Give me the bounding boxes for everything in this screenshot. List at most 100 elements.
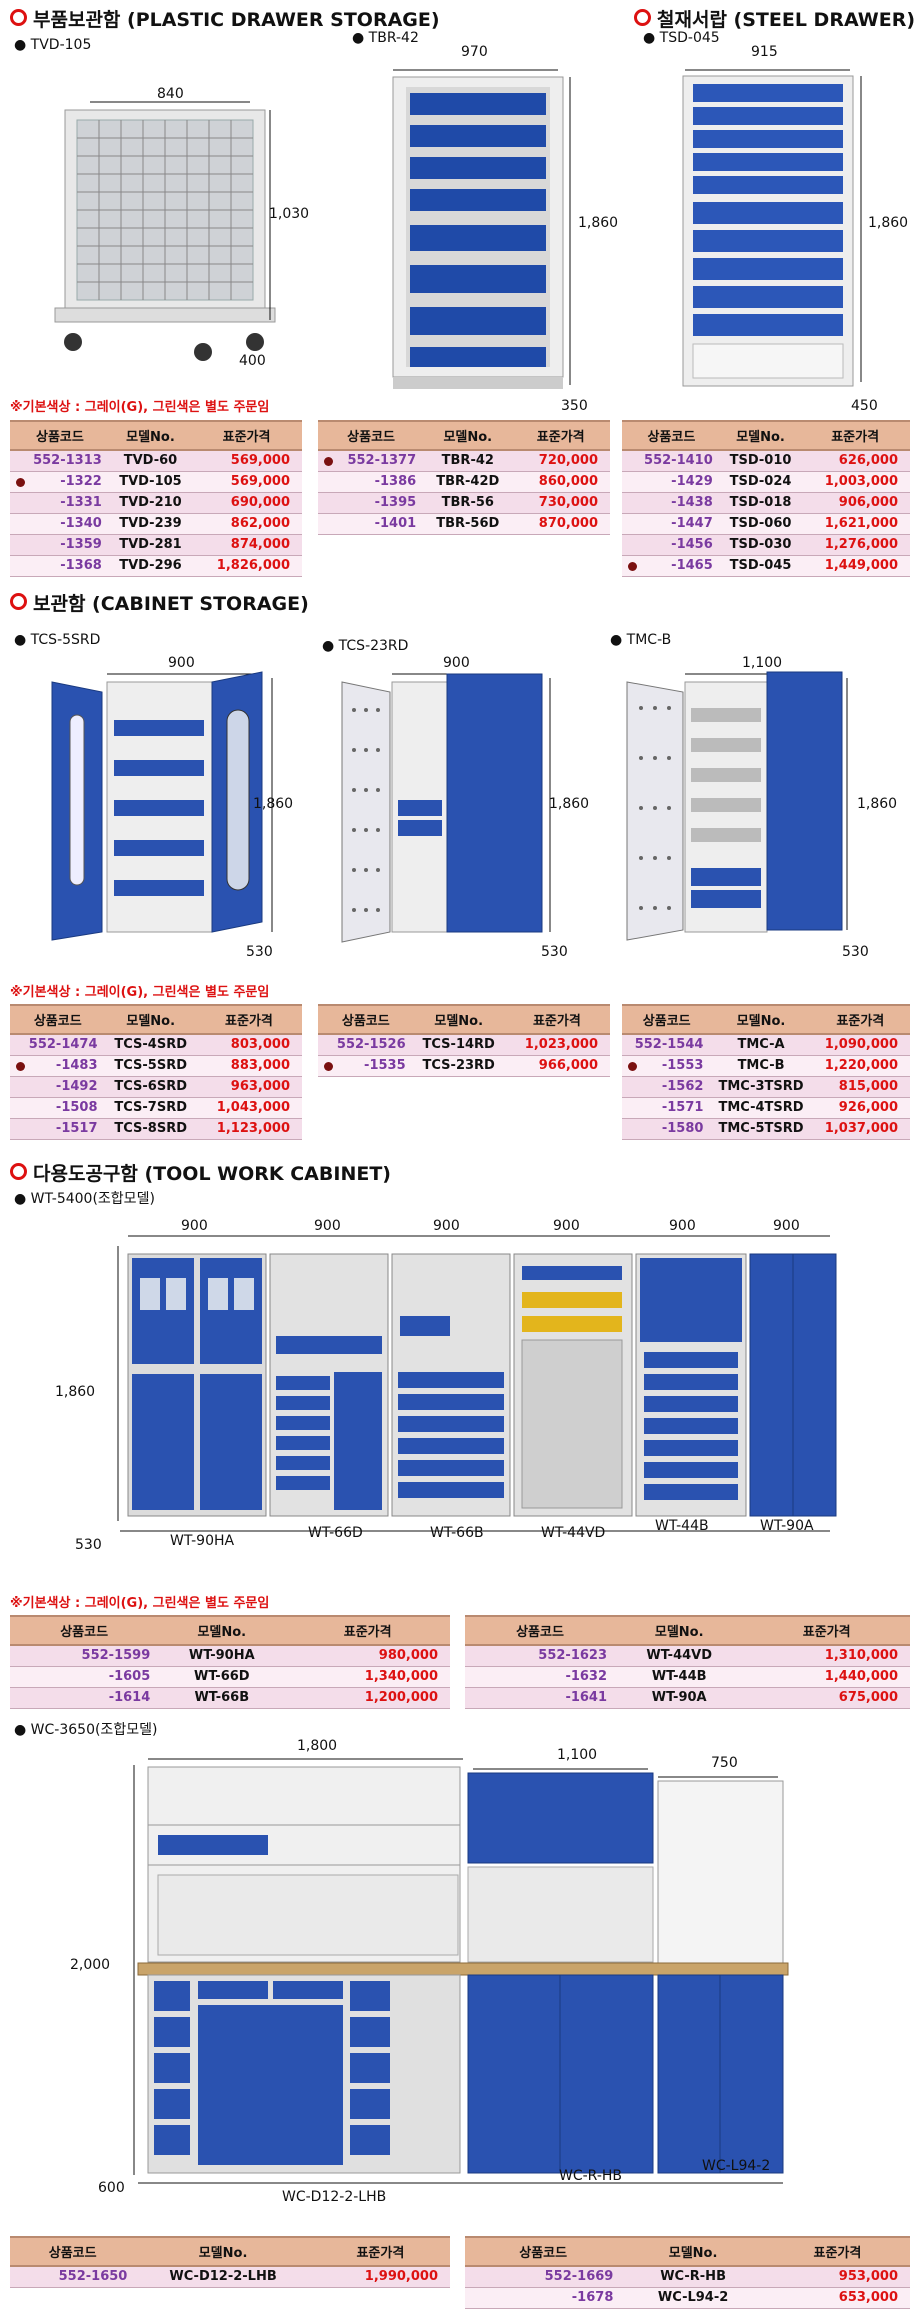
- dim-width: 915: [751, 44, 778, 60]
- model-number: TVD-239: [109, 513, 192, 535]
- standard-price: 720,000: [511, 450, 610, 472]
- model-number: TMC-A: [711, 1034, 811, 1056]
- dim-height: 1,030: [269, 206, 310, 222]
- standard-price: 569,000: [191, 450, 302, 472]
- standard-price: 803,000: [195, 1034, 302, 1056]
- standard-price: 870,000: [511, 513, 610, 535]
- module-label: WT-90A: [760, 1518, 814, 1534]
- dim-depth: 530: [75, 1537, 102, 1553]
- standard-price: 653,000: [764, 2287, 910, 2309]
- standard-price: 1,990,000: [310, 2266, 450, 2288]
- model-number: TCS-8SRD: [105, 1118, 196, 1140]
- dim-depth: 530: [541, 944, 568, 960]
- standard-price: 860,000: [511, 471, 610, 493]
- product-label: ● TSD-045: [643, 30, 720, 46]
- model-number: TCS-5SRD: [105, 1055, 196, 1077]
- model-number: TBR-42D: [424, 471, 512, 493]
- model-number: TBR-56D: [424, 513, 512, 535]
- model-number: WT-44VD: [615, 1645, 744, 1667]
- standard-price: 1,200,000: [285, 1687, 450, 1709]
- product-code: -1553: [622, 1055, 712, 1077]
- product-code: -1605: [10, 1666, 159, 1688]
- dim-height: 1,860: [857, 796, 898, 812]
- module-label: WC-L94-2: [702, 2158, 771, 2174]
- dim-height: 1,860: [868, 215, 909, 231]
- table-header-model: 모델No.: [413, 1004, 504, 1035]
- standard-price: 1,310,000: [743, 1645, 910, 1667]
- model-number: TCS-7SRD: [105, 1097, 196, 1119]
- product-code: -1368: [10, 555, 110, 577]
- table-header-code: 상품코드: [622, 1004, 712, 1035]
- section-title-plastic: 부품보관함 (PLASTIC DRAWER STORAGE): [33, 9, 440, 31]
- product-code: -1535: [318, 1055, 414, 1077]
- model-number: TVD-60: [109, 450, 192, 472]
- table-header-model: 모델No.: [105, 1004, 196, 1035]
- product-code: -1562: [622, 1076, 712, 1098]
- tvd-cabinet-image: [54, 101, 276, 361]
- model-number: TSD-045: [720, 555, 801, 577]
- wc-combination-image: [133, 1758, 789, 2184]
- standard-price: 690,000: [191, 492, 302, 514]
- dim-width: 1,100: [557, 1747, 598, 1763]
- dim-width: 900: [669, 1218, 696, 1234]
- table-header-code: 상품코드: [622, 420, 721, 451]
- table-header-code: 상품코드: [10, 2236, 136, 2267]
- standard-price: 883,000: [195, 1055, 302, 1077]
- table-header-code: 상품코드: [10, 1615, 159, 1646]
- module-label: WT-66B: [430, 1525, 484, 1541]
- standard-price: 815,000: [810, 1076, 910, 1098]
- model-number: TMC-3TSRD: [711, 1076, 811, 1098]
- standard-price: 1,003,000: [800, 471, 910, 493]
- standard-price: 980,000: [285, 1645, 450, 1667]
- module-label: WC-R-HB: [559, 2168, 623, 2184]
- product-code: 552-1474: [10, 1034, 106, 1056]
- section-marker-icon: [10, 9, 27, 26]
- standard-price: 1,826,000: [191, 555, 302, 577]
- dim-depth: 450: [851, 398, 878, 414]
- tbr-rack-image: [392, 69, 571, 389]
- tmc-cabinet-image: [626, 671, 848, 941]
- standard-price: 1,220,000: [810, 1055, 910, 1077]
- dim-width: 970: [461, 44, 488, 60]
- standard-price: 1,123,000: [195, 1118, 302, 1140]
- dim-width: 900: [433, 1218, 460, 1234]
- color-note: ※기본색상 : 그레이(G), 그린색은 별도 주문임: [10, 400, 270, 415]
- table-header-price: 표준가격: [764, 2236, 910, 2267]
- product-code: -1438: [622, 492, 721, 514]
- table-header-model: 모델No.: [720, 420, 801, 451]
- model-number: TSD-060: [720, 513, 801, 535]
- model-number: TCS-4SRD: [105, 1034, 196, 1056]
- dim-depth: 530: [246, 944, 273, 960]
- product-code: -1359: [10, 534, 110, 556]
- product-label: ● TCS-23RD: [322, 638, 409, 654]
- featured-dot-icon: [16, 477, 25, 487]
- product-label: ● WC-3650(조합모델): [14, 1722, 158, 1738]
- product-code: -1571: [622, 1097, 712, 1119]
- product-code: -1447: [622, 513, 721, 535]
- table-header-model: 모델No.: [711, 1004, 811, 1035]
- product-label: ● TBR-42: [352, 30, 419, 46]
- module-label: WT-44VD: [541, 1525, 606, 1541]
- dim-width: 900: [443, 655, 470, 671]
